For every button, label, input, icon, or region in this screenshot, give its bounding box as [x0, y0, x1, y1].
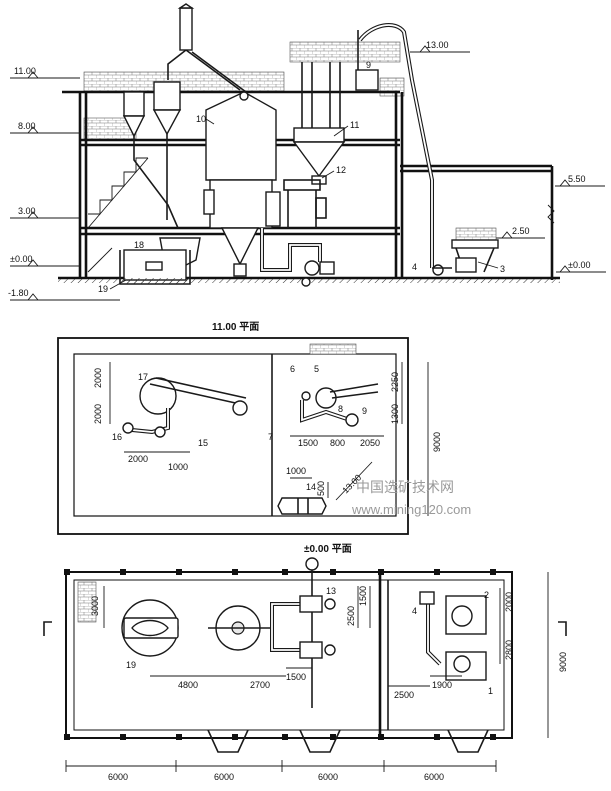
callout-8: 8 — [338, 404, 343, 414]
plan-top-title: 11.00 平面 — [212, 321, 259, 333]
dim-800: 800 — [330, 438, 345, 448]
dim-1000: 1000 — [168, 462, 188, 472]
level-markers: 11.00 8.00 3.00 ±0.00 -1.80 13.00 5.50 2… — [8, 40, 606, 301]
callout-9-plan: 9 — [362, 406, 367, 416]
callout-15: 15 — [198, 438, 208, 448]
dim-1500-b: 1500 — [286, 672, 306, 682]
plan-bottom-dim-lines — [65, 572, 549, 772]
dim-9000-top: 9000 — [432, 432, 442, 452]
callout-13: 13 — [326, 586, 336, 596]
callout-1: 1 — [488, 686, 493, 696]
ground-piping — [260, 228, 335, 287]
dim-6000-b: 6000 — [214, 772, 234, 782]
dim-4800: 4800 — [178, 680, 198, 690]
callout-6: 6 — [290, 364, 295, 374]
callout-14: 14 — [306, 482, 316, 492]
level-0-right: ±0.00 — [568, 260, 590, 270]
equipment-right — [432, 239, 499, 276]
dim-2500-h: 2500 — [394, 690, 414, 700]
dim-2800: 2800 — [504, 640, 514, 660]
plan-top-left-equipment — [122, 377, 248, 438]
level-5-5: 5.50 — [568, 174, 586, 184]
plan-top-right-equipment — [277, 383, 379, 515]
level-2-5: 2.50 — [512, 226, 530, 236]
callout-5: 5 — [314, 364, 319, 374]
plan-bottom-title: ±0.00 平面 — [304, 543, 352, 555]
plan-bottom-callouts: 19 13 2 4 1 — [126, 586, 493, 696]
plan-top-callouts: 17 16 15 6 5 8 9 7 14 — [112, 364, 367, 492]
dim-9000-bottom: 9000 — [558, 652, 568, 672]
dim-1500-v: 1500 — [358, 586, 368, 606]
break-mark — [547, 204, 555, 224]
callout-10: 10 — [196, 114, 206, 124]
level-3: 3.00 — [18, 206, 36, 216]
cyclone-left — [122, 81, 182, 229]
dim-2000-b: 2000 — [93, 404, 103, 424]
callout-12: 12 — [336, 165, 346, 175]
watermark-url: www.mining120.com — [351, 502, 471, 517]
section-mark-left — [43, 621, 52, 636]
exhaust-duct — [167, 3, 247, 93]
dim-2050: 2050 — [360, 438, 380, 448]
callout-17: 17 — [138, 372, 148, 382]
plan-bottom-dim-text: 3000 4800 2700 1500 2500 1500 2000 2800 … — [90, 586, 568, 782]
support-frame-12 — [283, 179, 327, 228]
dim-500: 500 — [316, 481, 326, 496]
dim-2700: 2700 — [250, 680, 270, 690]
dim-6000-a: 6000 — [108, 772, 128, 782]
plan-bottom: ±0.00 平面 — [43, 543, 568, 782]
dim-3000: 3000 — [90, 596, 100, 616]
watermark: 中国选矿技术网 www.mining120.com — [351, 479, 471, 517]
plan-top-outer-wall — [57, 337, 409, 535]
callout-9: 9 — [366, 60, 371, 70]
plan-top: 11.00 平面 — [57, 321, 442, 535]
callout-3: 3 — [500, 264, 505, 274]
parapet-top-right — [289, 41, 401, 63]
dim-6000-d: 6000 — [424, 772, 444, 782]
dim-2000-v: 2000 — [504, 592, 514, 612]
callout-18: 18 — [134, 240, 144, 250]
elevation-section: 11.00 8.00 3.00 ±0.00 -1.80 13.00 5.50 2… — [8, 3, 606, 301]
watermark-cn: 中国选矿技术网 — [356, 479, 454, 495]
section-mark-right — [558, 621, 567, 636]
level-13: 13.00 — [426, 40, 449, 50]
dim-2250: 2250 — [390, 372, 400, 392]
callout-19: 19 — [98, 284, 108, 294]
dim-2000-a: 2000 — [93, 368, 103, 388]
elevation-callouts: 10 11 12 18 19 9 4 3 — [98, 60, 505, 294]
callout-2: 2 — [484, 590, 489, 600]
staircase — [87, 157, 149, 273]
equipment-9 — [355, 23, 434, 268]
plan-bottom-walls — [64, 569, 513, 753]
parapet-left — [83, 71, 285, 93]
level-11: 11.00 — [14, 66, 36, 76]
callout-11: 11 — [350, 120, 359, 130]
callout-4-plan: 4 — [412, 606, 417, 616]
level-8: 8.00 — [18, 121, 36, 131]
plan-bottom-equipment — [121, 557, 487, 708]
dim-1500: 1500 — [298, 438, 318, 448]
dim-6000-c: 6000 — [318, 772, 338, 782]
plan-top-grate — [309, 343, 357, 355]
dim-1900: 1900 — [432, 680, 452, 690]
dim-2000-c: 2000 — [128, 454, 148, 464]
callout-4: 4 — [412, 262, 417, 272]
level-0: ±0.00 — [10, 254, 32, 264]
parapet-right — [379, 77, 405, 97]
dim-2500-v: 2500 — [346, 606, 356, 626]
dim-1000-b: 1000 — [286, 466, 306, 476]
callout-7: 7 — [268, 432, 273, 442]
dim-1300: 1300 — [390, 404, 400, 424]
dryer-tower — [203, 91, 281, 277]
plan-top-dim-lines — [109, 362, 429, 516]
callout-16: 16 — [112, 432, 122, 442]
callout-19-plan: 19 — [126, 660, 136, 670]
tank-19 — [119, 237, 201, 285]
plan-top-inner-wall — [73, 353, 397, 517]
level-minus-1-8: -1.80 — [8, 288, 29, 298]
